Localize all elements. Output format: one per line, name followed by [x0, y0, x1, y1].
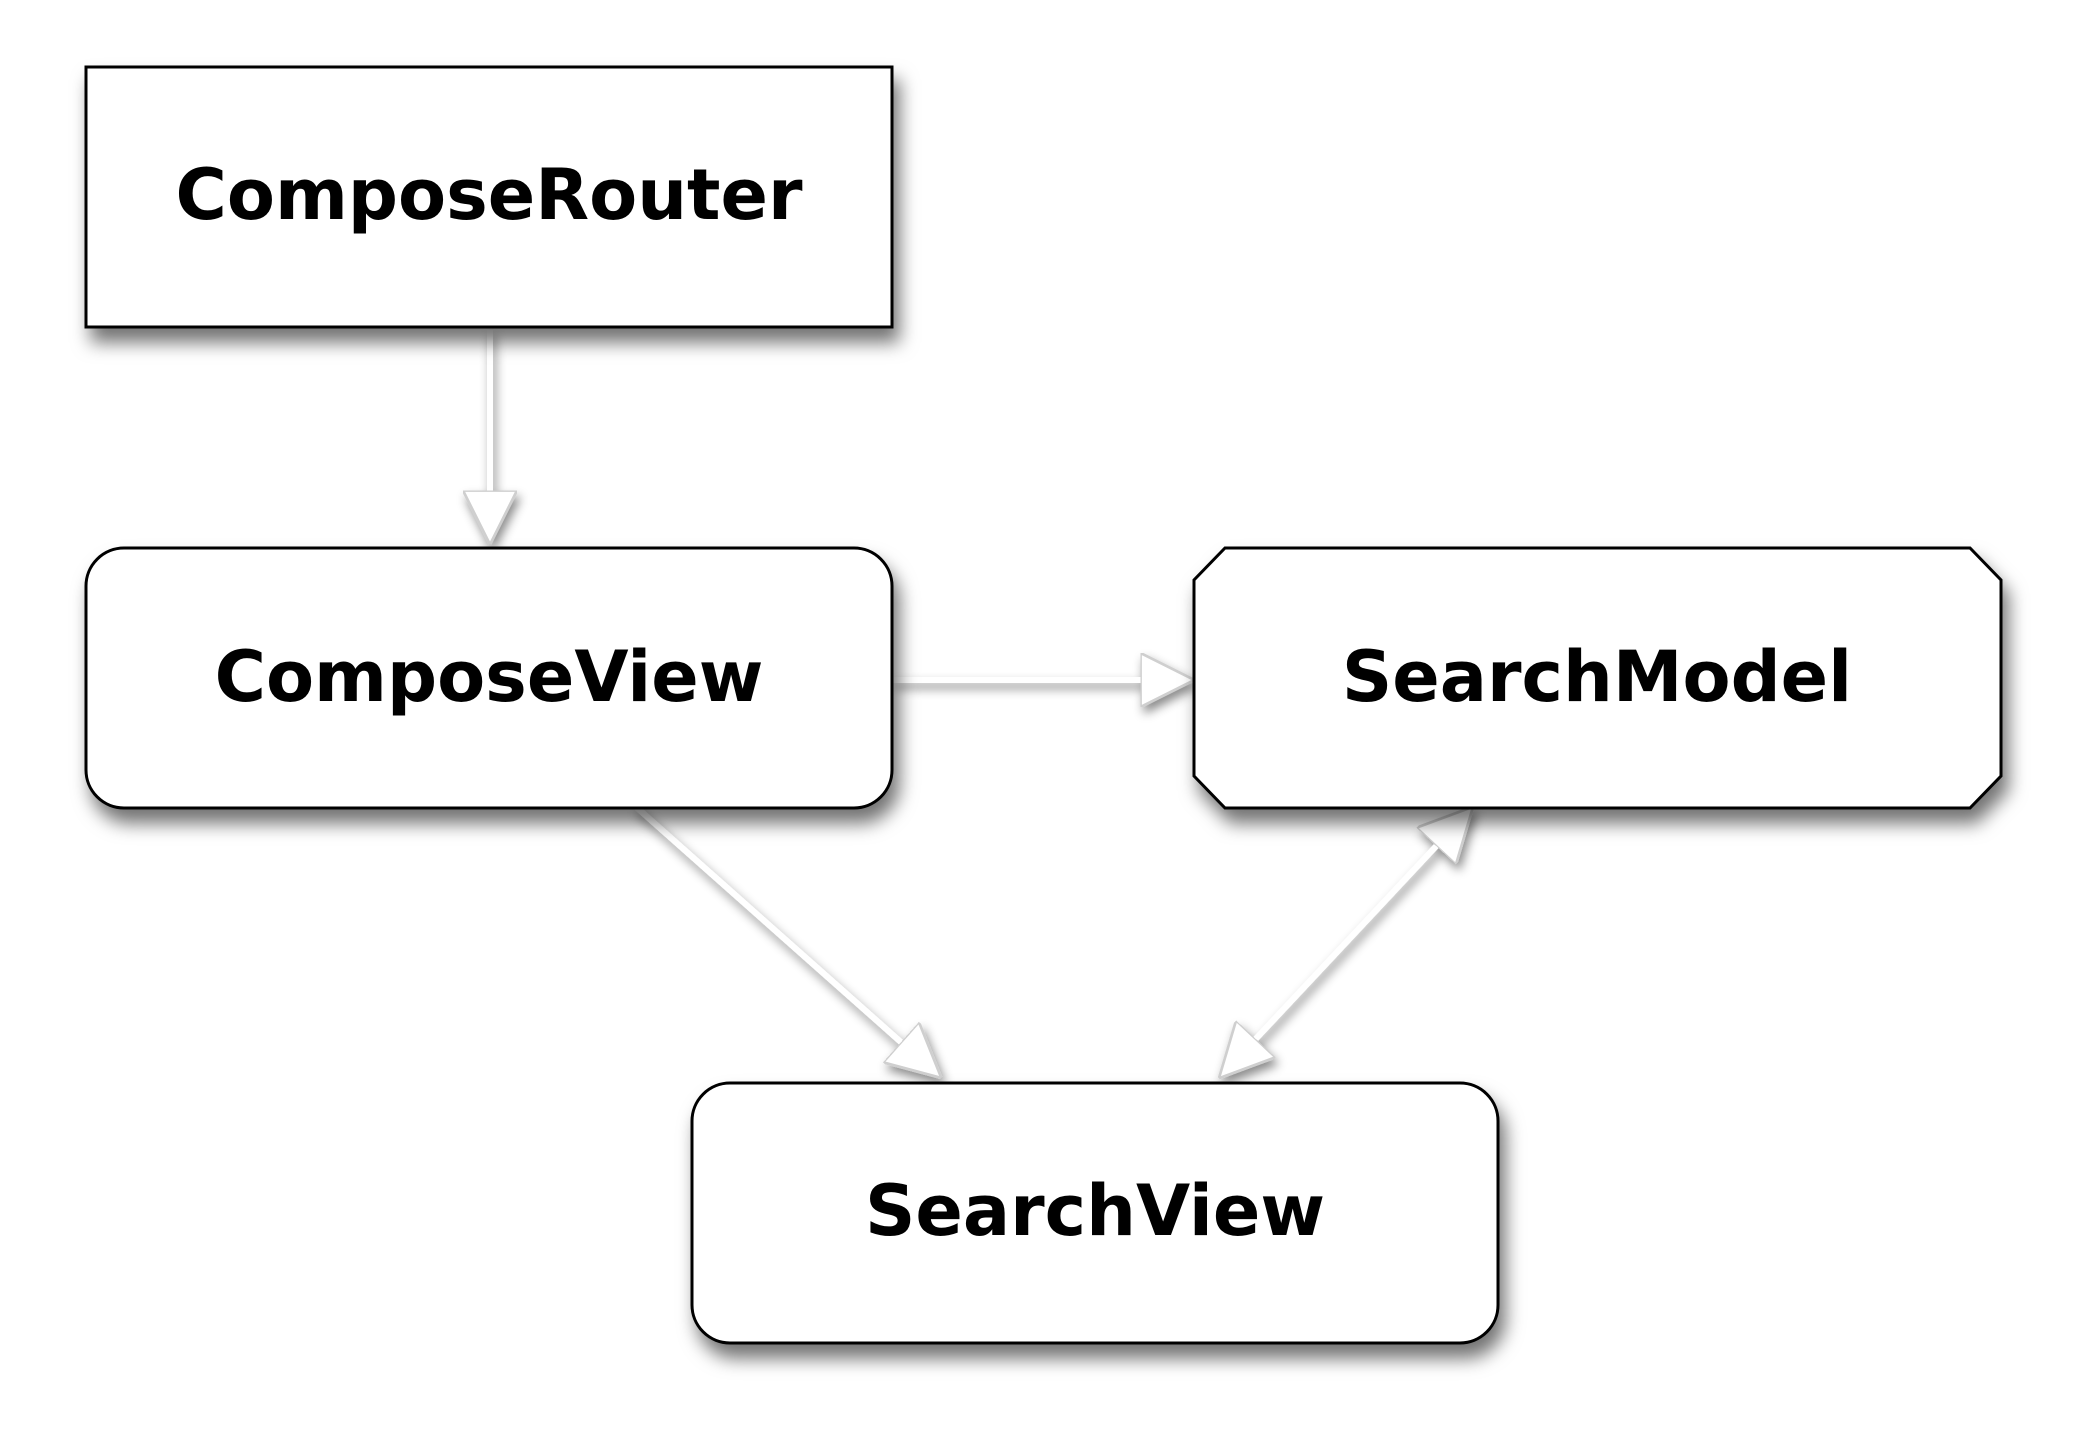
node-composeview: ComposeView: [84, 546, 894, 810]
edges: [490, 330, 1470, 1075]
node-composerouter-label: ComposeRouter: [175, 154, 803, 236]
node-searchmodel-box: [1192, 546, 2003, 810]
node-searchview-box: [690, 1081, 1500, 1345]
node-searchmodel: SearchModel: [1192, 546, 2003, 810]
node-searchview-label: SearchView: [865, 1170, 1325, 1252]
node-searchview: SearchView: [690, 1081, 1500, 1345]
node-composerouter-box: [84, 65, 894, 329]
node-composeview-box: [84, 546, 894, 810]
node-searchmodel-label: SearchModel: [1342, 636, 1852, 718]
node-composeview-label: ComposeView: [215, 636, 764, 718]
edge-searchview-searchmodel-bidirectional: [1222, 810, 1470, 1075]
edge-composeview-to-searchview: [633, 803, 938, 1075]
node-composerouter: ComposeRouter: [84, 65, 894, 329]
